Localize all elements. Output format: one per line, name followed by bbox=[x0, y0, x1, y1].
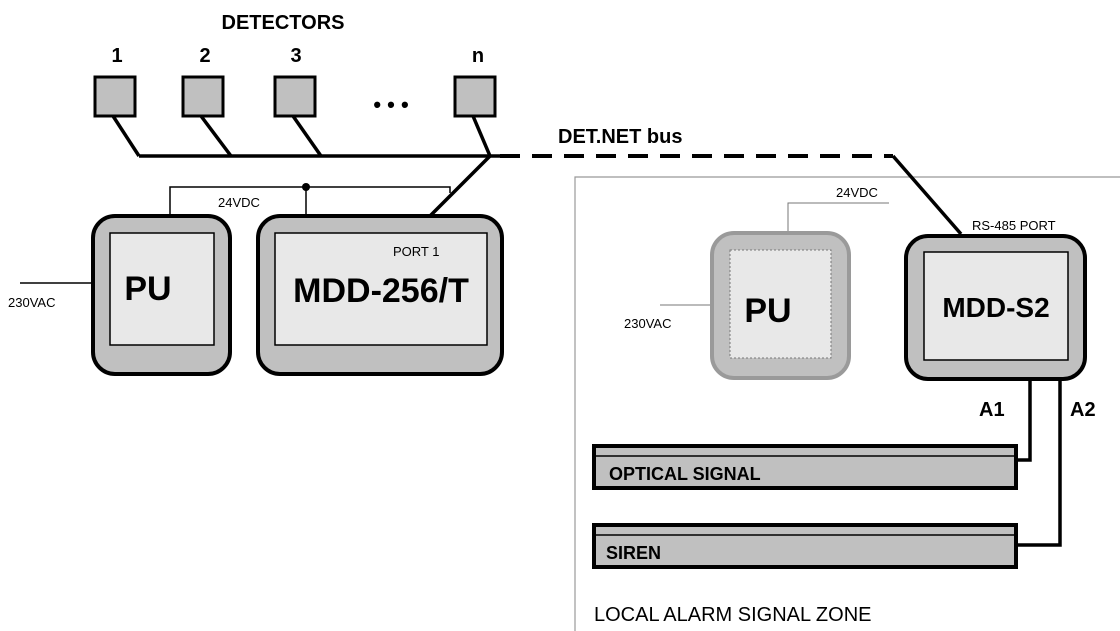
output-a1-label: A1 bbox=[979, 399, 1005, 421]
zone-24vdc-label: 24VDC bbox=[836, 185, 878, 200]
module-inner bbox=[923, 251, 1069, 361]
left-pu-label: PU bbox=[124, 270, 171, 308]
detector-label-1: 1 bbox=[111, 45, 122, 67]
optical-signal-label: OPTICAL SIGNAL bbox=[609, 464, 761, 484]
module-label: MDD-S2 bbox=[942, 292, 1049, 323]
siren-label: SIREN bbox=[606, 543, 661, 563]
power-junction bbox=[302, 183, 310, 191]
detector-n bbox=[453, 75, 497, 118]
zone-label: LOCAL ALARM SIGNAL ZONE bbox=[594, 604, 872, 626]
detector-3 bbox=[273, 75, 317, 118]
detector-2 bbox=[181, 75, 225, 118]
detector-wiring bbox=[111, 114, 500, 158]
optical-signal-box bbox=[592, 444, 1018, 490]
detectors-title: DETECTORS bbox=[222, 12, 345, 34]
zone-pu-label: PU bbox=[744, 292, 791, 330]
bus-label: DET.NET bus bbox=[558, 126, 682, 148]
left-230vac-label: 230VAC bbox=[8, 295, 55, 310]
controller-label: MDD-256/T bbox=[293, 272, 469, 310]
detector-label-3: 3 bbox=[290, 45, 301, 67]
detector-1 bbox=[93, 75, 137, 118]
detector-label-2: 2 bbox=[199, 45, 210, 67]
siren-box bbox=[592, 523, 1018, 569]
left-24vdc-label: 24VDC bbox=[218, 195, 260, 210]
output-a2-label: A2 bbox=[1070, 399, 1096, 421]
rs485-port-label: RS-485 PORT bbox=[972, 218, 1056, 233]
zone-wiring bbox=[660, 154, 1062, 547]
zone-pu-inner bbox=[729, 249, 832, 359]
controller-inner bbox=[274, 232, 488, 346]
detector-ellipsis: • • • bbox=[373, 92, 408, 117]
left-pu-inner bbox=[109, 232, 215, 346]
zone-boundary bbox=[574, 176, 1120, 631]
detector-label-n: n bbox=[472, 45, 484, 67]
controller-port-label: PORT 1 bbox=[393, 244, 439, 259]
zone-230vac-label: 230VAC bbox=[624, 316, 671, 331]
